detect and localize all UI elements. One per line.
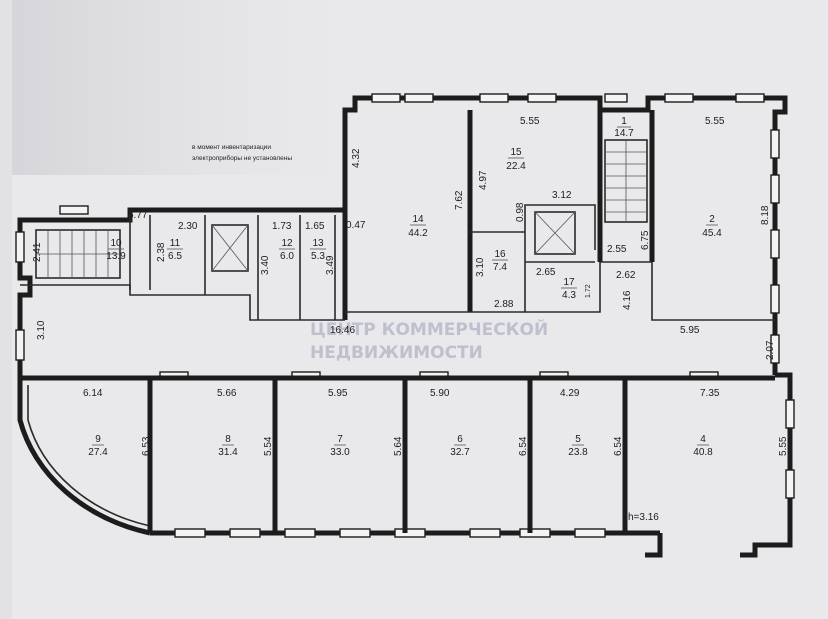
dim-5-55-right: 5.55 [778,436,789,456]
room-17-area: 4.3 [562,290,576,301]
room-6-number: 6 [457,434,463,445]
dim-2-30: 2.30 [178,221,198,232]
dim-0-47: 0.47 [346,220,366,231]
inventory-note: в момент инвентаризации электроприборы н… [192,144,292,162]
room-17-number: 17 [563,277,575,288]
dim-1-72: 1.72 [585,284,592,298]
dim-6-53: 6.53 [141,436,152,456]
room-14-area: 44.2 [408,228,428,239]
room-7-area: 33.0 [330,447,350,458]
room-10-number: 10 [110,238,122,249]
dim-4-29: 4.29 [560,388,580,399]
dim-5-95-room2: 5.95 [680,325,700,336]
room-13-number: 13 [312,238,324,249]
dim-5-66: 5.66 [217,388,237,399]
dimensions: 5.55 5.55 4.32 4.97 7.62 3.12 0.98 0.47 … [32,116,789,523]
dim-2-07: 2.07 [765,340,776,360]
room-1-area: 14.7 [614,128,634,139]
dim-1-73: 1.73 [272,221,292,232]
dim-6-54-room5: 6.54 [613,436,624,456]
dim-3-10-room16: 3.10 [475,257,486,277]
room-9-number: 9 [95,434,101,445]
room-12-area: 6.0 [280,251,294,262]
dim-3-49: 3.49 [325,255,336,275]
dim-0-98: 0.98 [515,202,526,222]
dim-8-18: 8.18 [760,205,771,225]
room-14-number: 14 [412,214,424,225]
dim-5-77: 5.77 [128,210,148,221]
scan-shadow-lower [0,0,12,619]
dim-2-55: 2.55 [607,244,627,255]
room-5-number: 5 [575,434,581,445]
dim-5-64: 5.64 [393,436,404,456]
dim-5-55-top-mid: 5.55 [520,116,540,127]
dim-6-14: 6.14 [83,388,103,399]
dim-5-55-top-right: 5.55 [705,116,725,127]
dim-6-75: 6.75 [640,230,651,250]
room-1-number: 1 [621,116,627,127]
note-line-1: в момент инвентаризации [192,144,271,151]
dim-4-97: 4.97 [478,170,489,190]
dim-2-38: 2.38 [156,242,167,262]
dim-3-40: 3.40 [260,255,271,275]
room-7-number: 7 [337,434,343,445]
elevator-left-icon [211,224,249,272]
watermark-line-2: НЕДВИЖИМОСТИ [310,343,483,363]
room-16-number: 16 [494,249,506,260]
room-15-area: 22.4 [506,161,526,172]
room-4-number: 4 [700,434,706,445]
ceiling-height: h=3.16 [628,512,659,523]
dim-5-90: 5.90 [430,388,450,399]
watermark: ЦЕНТР КОММЕРЧЕСКОЙ НЕДВИЖИМОСТИ [310,318,548,363]
dim-4-32: 4.32 [351,148,362,168]
room-11-area: 6.5 [168,251,182,262]
room-9-area: 27.4 [88,447,108,458]
dim-3-10-corridor: 3.10 [36,320,47,340]
room-2-number: 2 [709,214,715,225]
dim-3-12: 3.12 [552,190,572,201]
dim-4-16: 4.16 [622,290,633,310]
room-labels: 1 14.7 2 45.4 4 40.8 5 23.8 6 32.7 7 33.… [88,116,722,458]
dim-7-62: 7.62 [454,190,465,210]
dim-2-41: 2.41 [32,242,43,262]
elevator-right-icon [534,211,576,255]
room-8-area: 31.4 [218,447,238,458]
room-10-area: 13.9 [106,251,126,262]
note-line-2: электроприборы не установлены [192,154,292,162]
room-5-area: 23.8 [568,447,588,458]
room-6-area: 32.7 [450,447,470,458]
dim-16-46: 16.46 [330,325,355,336]
room-2-area: 45.4 [702,228,722,239]
dim-2-88: 2.88 [494,299,514,310]
room-15-number: 15 [510,147,522,158]
dim-2-62: 2.62 [616,270,636,281]
stair-right-icon [604,139,648,223]
room-16-area: 7.4 [493,262,507,273]
dim-7-35: 7.35 [700,388,720,399]
interior-walls [20,110,775,533]
dim-6-54-room6: 6.54 [518,436,529,456]
scan-shadow [10,0,340,175]
stair-left-icon [35,229,121,279]
room-number-underlines [92,126,718,446]
watermark-line-1: ЦЕНТР КОММЕРЧЕСКОЙ [310,318,548,340]
dim-1-65: 1.65 [305,221,325,232]
room-13-area: 5.3 [311,251,325,262]
dim-2-65: 2.65 [536,267,556,278]
room-8-number: 8 [225,434,231,445]
room-4-area: 40.8 [693,447,713,458]
dim-5-54: 5.54 [263,436,274,456]
room-11-number: 11 [170,238,181,249]
dim-5-95-room7: 5.95 [328,388,348,399]
room-12-number: 12 [281,238,293,249]
